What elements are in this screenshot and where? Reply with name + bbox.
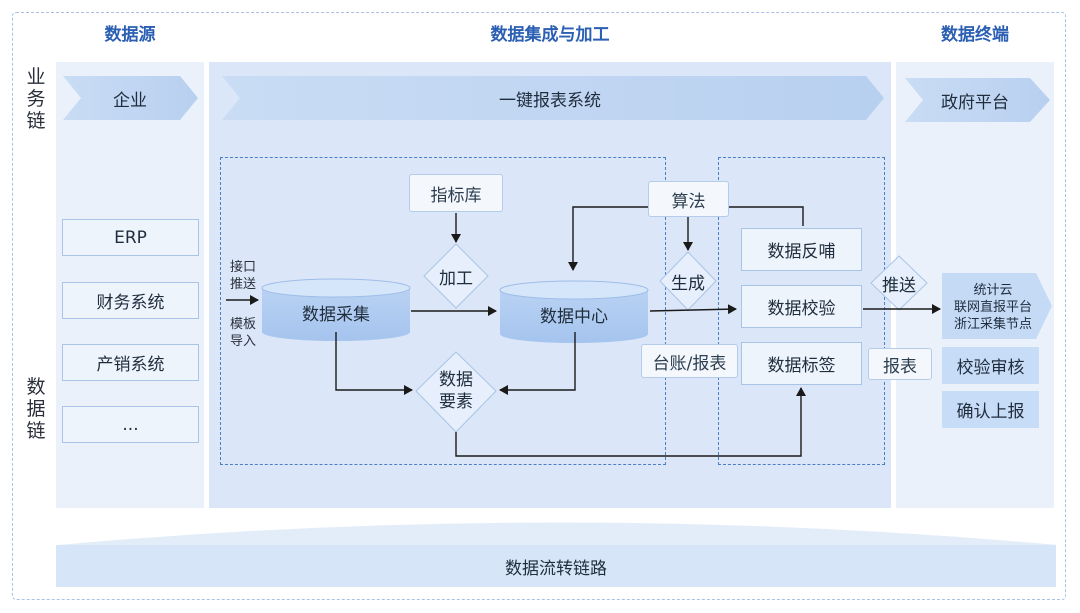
data-flow-footer-label: 数据流转链路 <box>505 558 607 579</box>
diagram-frame <box>12 12 1066 600</box>
confirm-report-box: 确认上报 <box>942 391 1039 428</box>
interface-push-line: 接口 <box>229 260 256 275</box>
side-label-business-chain-char: 业 <box>26 66 46 88</box>
cloud-line: 联网直报平台 <box>953 299 1032 315</box>
one-click-label: 一键报表系统 <box>499 90 601 111</box>
side-label-business-chain-char: 链 <box>26 110 46 132</box>
cloud-line: 统计云 <box>973 282 1013 298</box>
gov-platform-label: 政府平台 <box>941 92 1009 113</box>
header-data-integration: 数据集成与加工 <box>490 25 610 45</box>
data-verify: 数据校验 <box>741 285 862 328</box>
side-label-data-chain-char: 数 <box>26 376 46 398</box>
audit-box: 校验审核 <box>942 347 1039 384</box>
push-label: 推送 <box>882 275 916 296</box>
side-label-business-chain-char: 务 <box>26 88 46 110</box>
report-tag: 报表 <box>868 348 932 380</box>
source-finance: 财务系统 <box>62 282 199 319</box>
source-production-sales: 产销系统 <box>62 344 199 381</box>
template-import-line: 导入 <box>229 334 256 349</box>
algorithm-box: 算法 <box>648 181 729 217</box>
template-import-line: 模板 <box>229 317 256 332</box>
template-import-label: 模板 导入 <box>226 316 260 350</box>
header-data-terminal: 数据终端 <box>941 25 1009 45</box>
data-tagging: 数据标签 <box>741 342 862 385</box>
generate-label: 生成 <box>671 273 705 294</box>
center-label: 数据中心 <box>540 306 608 327</box>
interface-push-label: 接口 推送 <box>226 259 260 293</box>
side-label-business-chain: 业 务 链 <box>24 66 48 132</box>
source-erp: ERP <box>62 219 199 256</box>
process-label: 加工 <box>439 268 473 289</box>
cloud-label: 统计云 联网直报平台 浙江采集节点 <box>944 279 1042 335</box>
indicator-library: 指标库 <box>409 174 503 212</box>
ledger-report-tag: 台账/报表 <box>641 344 738 378</box>
side-label-data-chain-char: 链 <box>26 420 46 442</box>
cloud-line: 浙江采集节点 <box>953 316 1032 332</box>
elements-line: 要素 <box>439 392 473 412</box>
source-more: ... <box>62 406 199 443</box>
interface-push-line: 推送 <box>229 277 256 292</box>
elements-line: 数据 <box>439 370 473 390</box>
elements-label: 数据 要素 <box>422 368 490 414</box>
data-feedback: 数据反哺 <box>741 228 862 271</box>
side-label-data-chain-char: 据 <box>26 398 46 420</box>
collection-label: 数据采集 <box>302 304 370 325</box>
enterprise-label: 企业 <box>113 90 147 111</box>
side-label-data-chain: 数 据 链 <box>24 376 48 442</box>
header-data-source: 数据源 <box>104 25 156 45</box>
